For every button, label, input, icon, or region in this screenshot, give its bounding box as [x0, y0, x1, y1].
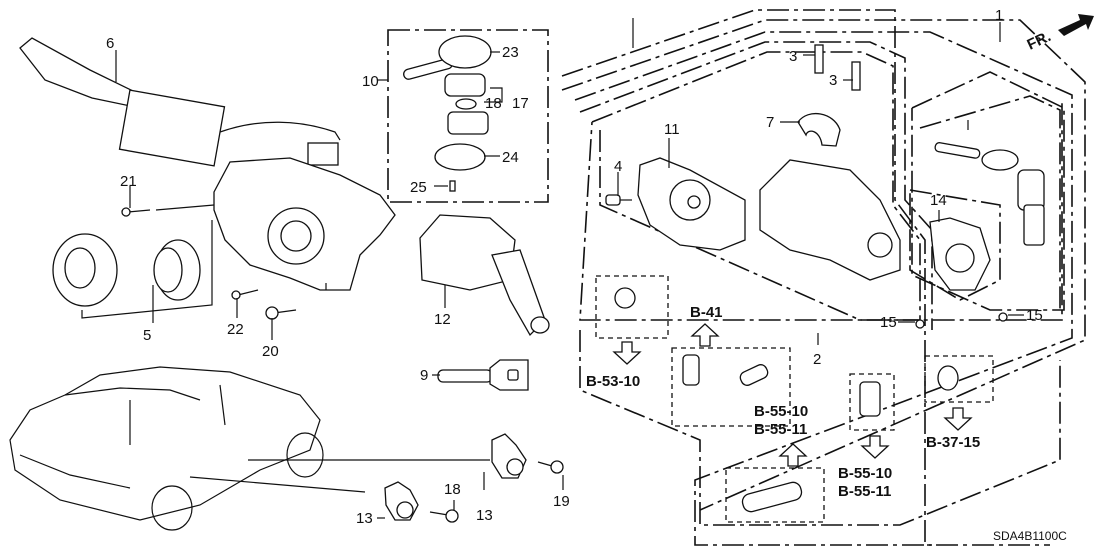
callout-20: 22 — [227, 321, 244, 338]
callout-14: 14 — [930, 192, 947, 209]
ref-link-b-55-11[interactable]: B-55-11 — [754, 421, 807, 438]
boundary-2-inner — [579, 51, 921, 321]
callout-6: 9 — [420, 367, 428, 384]
part-16-transmitter — [444, 73, 489, 135]
part-15-screws — [915, 312, 1008, 329]
callout-16: 17 — [512, 95, 529, 112]
part-22-case — [434, 143, 486, 171]
callout-20: 21 — [120, 173, 137, 190]
section-references: B-53-10 B-41 B-55-10 B-55-11 B-55-10 B-5… — [586, 304, 980, 500]
part-6-key — [437, 359, 529, 391]
ref-link-b-41[interactable]: B-41 — [690, 304, 723, 321]
part-3-bolts — [814, 44, 861, 91]
part-11-light-switch — [19, 37, 341, 167]
ref-link-b-55-11[interactable]: B-55-11 — [838, 483, 891, 500]
callout-10: 5 — [143, 327, 151, 344]
arrow-up-icon — [690, 323, 720, 347]
callout-3: 3 — [789, 48, 797, 65]
part-4-bolt — [605, 194, 632, 206]
part-ignition-switch — [759, 159, 901, 281]
boundary-25-inner — [919, 95, 1061, 310]
leader — [155, 204, 215, 211]
boundary-7 — [387, 29, 549, 203]
boundary-lower — [599, 100, 1063, 321]
boundary-2 — [579, 41, 933, 330]
vehicle-illustration — [9, 366, 490, 531]
callout-13: 13 — [356, 510, 373, 527]
screw-20-lower — [231, 289, 259, 300]
boundary-24 — [561, 9, 1050, 546]
ref-box-b53 — [595, 275, 669, 339]
screw-20-upper — [121, 207, 151, 217]
kit-boundaries — [561, 9, 1086, 546]
boundary-25 — [911, 71, 1065, 311]
callout-2: 2 — [813, 351, 821, 368]
ref-link-b-55-10[interactable]: B-55-10 — [838, 465, 892, 482]
arrow-down-icon — [612, 341, 642, 365]
callout-18: 19 — [553, 493, 570, 510]
callout-21: 23 — [502, 44, 519, 61]
callout-22: 24 — [502, 149, 519, 166]
ref-box-b55-right — [849, 373, 895, 431]
callout-7: 10 — [362, 73, 379, 90]
part-18-bolts — [429, 460, 564, 523]
part-23-screw — [449, 180, 456, 192]
ref-box-b37 — [924, 355, 994, 403]
callout-18: 18 — [444, 481, 461, 498]
callout-12: 12 — [434, 311, 451, 328]
part-5-clamp — [797, 112, 841, 147]
arrow-down-icon — [860, 435, 890, 459]
part-10-cable-reel — [52, 233, 201, 307]
callout-3: 3 — [829, 72, 837, 89]
drawing-code: SDA4B1100C — [993, 529, 1067, 543]
part-13-outer-handle-left — [384, 481, 419, 521]
boundary-14 — [909, 189, 1001, 301]
callout-5: 7 — [766, 114, 774, 131]
fr-label: FR. — [1025, 28, 1054, 54]
leader-lines — [81, 18, 1024, 519]
part-13-outer-handle-right — [491, 433, 527, 479]
callout-11: 6 — [106, 35, 114, 52]
bolt-19 — [265, 306, 297, 320]
ref-box-b41 — [671, 347, 791, 427]
callout-labels: 6 21 5 22 20 12 10 23 18 17 24 25 9 13 1… — [106, 7, 1043, 527]
arrow-down-icon — [943, 407, 973, 431]
part-25-key-set — [934, 142, 1045, 246]
callout-15: 15 — [880, 314, 897, 331]
callout-4: 4 — [614, 158, 622, 175]
ref-arrows — [612, 323, 973, 467]
callout-1: 1 — [995, 7, 1003, 24]
part-12-wiper-switch — [419, 214, 550, 337]
arrow-right-icon — [1058, 14, 1094, 36]
callout-17: 18 — [485, 95, 502, 112]
boundary-1 — [561, 19, 1086, 511]
ref-link-b-53-10[interactable]: B-53-10 — [586, 373, 640, 390]
part-21-remote-key — [403, 35, 492, 80]
callout-9: 11 — [664, 121, 680, 138]
callout-15: 15 — [1026, 307, 1043, 324]
part-9-housing — [637, 157, 746, 251]
ref-link-b-55-10[interactable]: B-55-10 — [754, 403, 808, 420]
callout-23: 25 — [410, 179, 427, 196]
ref-link-b-37-15[interactable]: B-37-15 — [926, 434, 980, 451]
boundary-1-inner — [574, 31, 1073, 546]
front-direction-indicator: FR. — [1025, 14, 1094, 54]
arrow-up-icon — [778, 443, 808, 467]
ref-parts — [614, 287, 959, 513]
part-14-cover — [929, 217, 991, 291]
part-switch-body — [213, 157, 396, 291]
ref-box-b55-left — [725, 467, 825, 523]
callout-19: 20 — [262, 343, 279, 360]
callout-13: 13 — [476, 507, 493, 524]
